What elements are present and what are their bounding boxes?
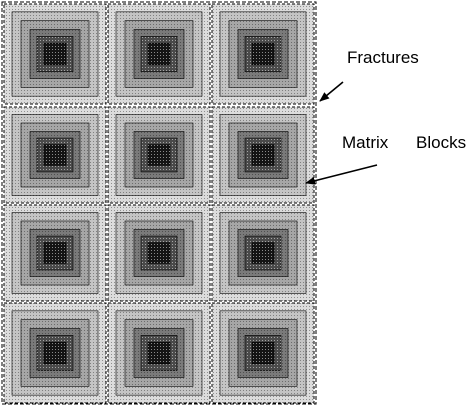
matrix-block-grid <box>1 1 317 405</box>
stipple-texture <box>148 144 170 166</box>
stipple-texture <box>44 342 66 364</box>
stipple-texture <box>44 242 66 264</box>
matrix-block <box>107 302 211 404</box>
stipple-texture <box>252 342 274 364</box>
fractures-label: Fractures <box>347 48 419 67</box>
matrix-block <box>211 3 315 105</box>
matrix-label: Matrix <box>342 133 389 152</box>
matrix-block <box>3 3 107 105</box>
matrix-block <box>211 204 315 302</box>
matrix-block <box>3 302 107 404</box>
stipple-texture <box>44 144 66 166</box>
matrix-block <box>211 106 315 204</box>
outer-fracture-boundary <box>1 1 317 405</box>
stipple-texture <box>252 43 274 65</box>
matrix-blocks-arrow <box>305 164 378 185</box>
matrix-block <box>3 204 107 302</box>
stipple-texture <box>148 43 170 65</box>
stipple-texture <box>148 242 170 264</box>
blocks-label: Blocks <box>416 133 466 152</box>
matrix-block <box>107 3 211 105</box>
matrix-block <box>3 106 107 204</box>
matrix-block <box>107 204 211 302</box>
stipple-texture <box>252 144 274 166</box>
matrix-block <box>211 302 315 404</box>
stipple-texture <box>252 242 274 264</box>
stipple-texture <box>44 43 66 65</box>
fractures-arrow <box>319 81 344 102</box>
matrix-block <box>107 106 211 204</box>
stipple-texture <box>148 342 170 364</box>
